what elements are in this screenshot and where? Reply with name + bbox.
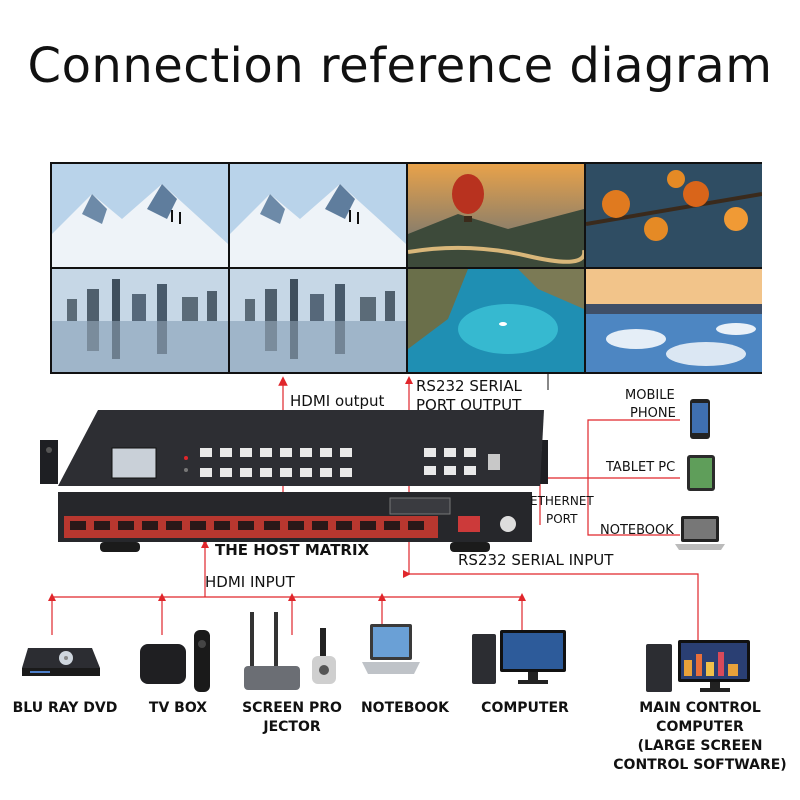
arrowhead bbox=[288, 593, 296, 601]
ethernet-label-line2: PORT bbox=[546, 512, 578, 526]
screen-projector-label-line1: SCREEN PRO bbox=[242, 700, 342, 716]
video-wall bbox=[50, 162, 762, 374]
mobile-phone-icon bbox=[689, 398, 711, 440]
notebook-icon bbox=[362, 622, 422, 678]
tablet-pc-label: TABLET PC bbox=[606, 460, 676, 475]
mobile-phone-label-line1: MOBILE bbox=[625, 388, 675, 403]
ethernet-line-phone bbox=[540, 419, 680, 479]
arrowhead bbox=[378, 593, 386, 601]
blu-ray-player-icon bbox=[22, 638, 102, 680]
blu-ray-dvd-label: BLU RAY DVD bbox=[12, 700, 118, 716]
computer-icon bbox=[470, 628, 570, 688]
laptop-icon bbox=[675, 514, 725, 552]
arrowhead bbox=[403, 570, 411, 578]
hdmi-input-label: HDMI INPUT bbox=[205, 573, 295, 591]
arrowhead bbox=[518, 593, 526, 601]
ethernet-line-notebook bbox=[587, 478, 680, 536]
snow-mountain-hikers-icon bbox=[230, 164, 406, 267]
main-control-label-line4: CONTROL SOFTWARE) bbox=[613, 757, 787, 773]
notebook-label-right: NOTEBOOK bbox=[600, 523, 674, 538]
host-matrix-label: THE HOST MATRIX bbox=[215, 541, 370, 559]
rs232-output-label-line1: RS232 SERIAL bbox=[416, 377, 522, 395]
tropical-bay-icon bbox=[408, 269, 584, 372]
hot-air-balloon-valley-icon bbox=[408, 164, 584, 267]
main-control-label-line2: COMPUTER bbox=[656, 719, 744, 735]
ethernet-label-line1: ETHERNET bbox=[530, 494, 594, 508]
screen-projector-label-line2: JECTOR bbox=[263, 719, 321, 735]
main-control-label-line3: (LARGE SCREEN bbox=[637, 738, 763, 754]
frozen-lake-icon bbox=[586, 269, 762, 372]
tablet-icon bbox=[686, 454, 716, 492]
tv-box-label: TV BOX bbox=[148, 700, 208, 716]
hdmi-output-label: HDMI output bbox=[290, 392, 385, 410]
arrowhead bbox=[158, 593, 166, 601]
rs232-output-label-line2: PORT OUTPUT bbox=[416, 396, 522, 414]
computer-label: COMPUTER bbox=[481, 700, 569, 716]
autumn-leaves-icon bbox=[586, 164, 762, 267]
main-control-computer-icon bbox=[644, 638, 756, 694]
city-skyline-reflection-icon bbox=[230, 269, 406, 372]
notebook-label: NOTEBOOK bbox=[360, 700, 450, 716]
tv-box-icon bbox=[136, 626, 216, 696]
arrowhead bbox=[405, 376, 413, 384]
mobile-phone-label-line2: PHONE bbox=[630, 406, 676, 421]
city-skyline-reflection-icon bbox=[52, 269, 228, 372]
screen-projector-icon bbox=[240, 608, 350, 698]
host-matrix-device bbox=[40, 410, 548, 552]
arrowhead bbox=[201, 540, 209, 548]
arrowhead bbox=[48, 593, 56, 601]
page-title: Connection reference diagram bbox=[27, 38, 773, 94]
snow-mountain-hikers-icon bbox=[52, 164, 228, 267]
rs232-input-label: RS232 SERIAL INPUT bbox=[458, 551, 614, 569]
main-control-label-line1: MAIN CONTROL bbox=[639, 700, 761, 716]
